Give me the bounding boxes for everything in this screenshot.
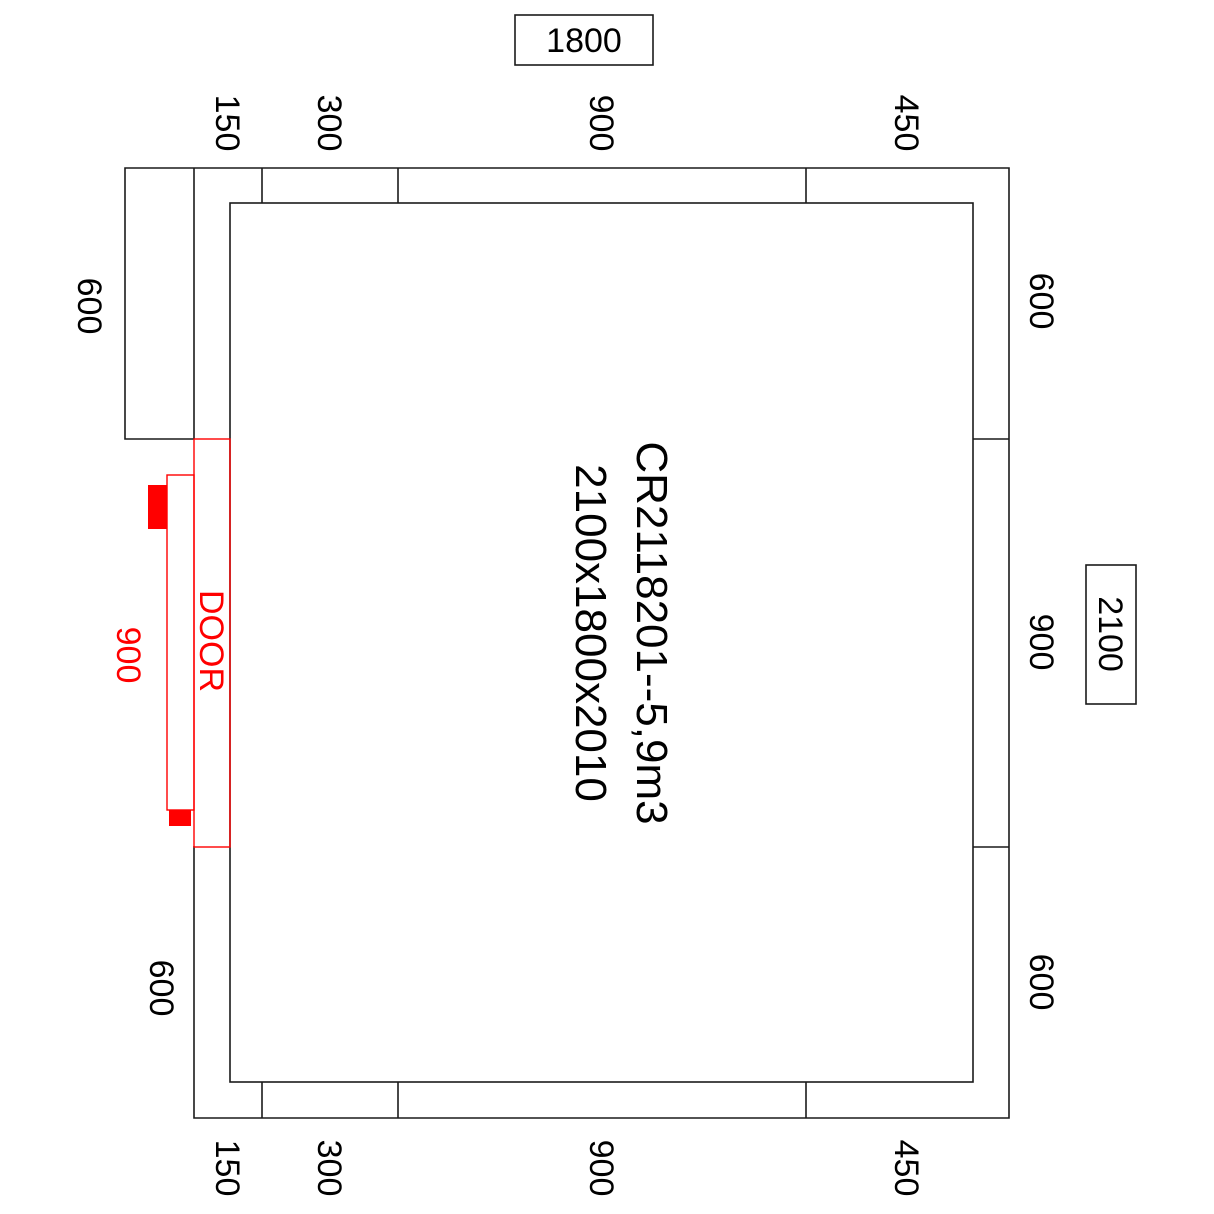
top-panel-label: 900: [582, 95, 620, 152]
door: DOOR: [148, 438, 231, 848]
room-walls: [124, 167, 1010, 1119]
model-code: CR2118201--5,9m3: [627, 441, 676, 824]
bottom-panel-label: 900: [582, 1140, 620, 1197]
room-title: CR2118201--5,9m3 2100x1800x2010: [566, 441, 676, 824]
bottom-panel-label: 150: [208, 1140, 246, 1197]
left-lower-panel-label: 600: [142, 960, 180, 1017]
door-hinge-bottom: [169, 810, 191, 826]
left-upper-panel-label: 600: [70, 278, 108, 335]
bottom-panel-labels: 150 300 900 450: [208, 1140, 925, 1197]
overall-depth-label: 2100: [1091, 596, 1129, 672]
right-panel-label: 600: [1022, 273, 1060, 330]
overall-depth-dimension: 2100: [1085, 564, 1137, 705]
door-hinge-top: [148, 485, 167, 529]
door-leaf: [166, 474, 195, 811]
door-width-label: 900: [109, 627, 147, 684]
top-panel-label: 300: [310, 95, 348, 152]
overall-width-dimension: 1800: [514, 14, 654, 66]
right-panel-labels: 600 900 600: [1022, 273, 1060, 1011]
room-dimensions: 2100x1800x2010: [566, 464, 615, 802]
top-panel-label: 450: [887, 95, 925, 152]
top-panel-label: 150: [208, 95, 246, 152]
door-label: DOOR: [192, 590, 230, 692]
bottom-panel-label: 300: [310, 1140, 348, 1197]
top-panel-labels: 150 300 900 450: [208, 95, 925, 152]
bottom-panel-label: 450: [887, 1140, 925, 1197]
overall-width-label: 1800: [546, 22, 622, 60]
right-panel-label: 900: [1022, 614, 1060, 671]
right-panel-label: 600: [1022, 954, 1060, 1011]
left-panel-labels: 600 900 600: [70, 278, 180, 1017]
